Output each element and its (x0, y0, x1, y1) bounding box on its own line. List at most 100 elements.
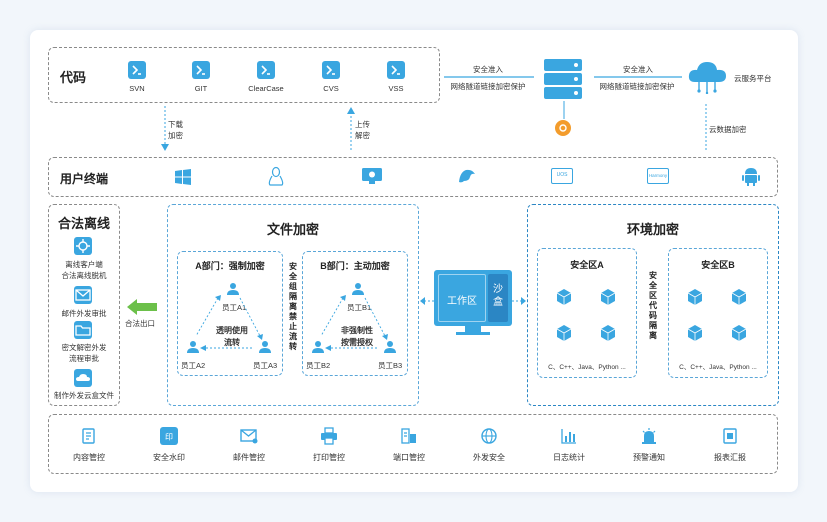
repo-label-vss: VSS (388, 84, 404, 93)
zone-b-langs: C、C++、Java、Python ... (679, 364, 757, 371)
dept-b-title: B部门：主动加密 (320, 261, 390, 271)
dept-b-center-2: 按需授权 (341, 338, 373, 347)
cloud-drop-line (705, 104, 707, 150)
workstation-monitor: 工作区 沙盒 (434, 270, 512, 336)
control-label-stats: 日志统计 (553, 453, 585, 462)
uos-icon (456, 166, 478, 186)
offline-section (48, 204, 120, 406)
zone-b-box (668, 248, 768, 378)
legal-exit-label: 合法出口 (125, 319, 155, 328)
port-icon (400, 427, 418, 445)
code-cube-icon (555, 324, 573, 342)
repo-label-clearcase: ClearCase (248, 84, 284, 93)
dept-b-center-1: 非强制性 (341, 326, 373, 335)
git-icon (192, 61, 210, 79)
controls-section (48, 414, 778, 474)
control-label-print: 打印管控 (313, 453, 345, 462)
control-label-alert: 预警通知 (633, 453, 665, 462)
offline-label-1a: 离线客户端 (65, 260, 103, 269)
zone-a-title: 安全区A (570, 260, 604, 270)
offline-label-3a: 密文解密外发 (61, 343, 107, 352)
control-label-report: 报表汇报 (714, 453, 746, 462)
user-a3-label: 员工A3 (253, 361, 278, 370)
dept-a-title: A部门：强制加密 (195, 261, 265, 271)
dept-b-flow-arrows (320, 295, 388, 351)
user-b3-label: 员工B3 (378, 361, 403, 370)
code-cube-icon (555, 288, 573, 306)
workspace-left-arrow (420, 297, 434, 305)
content-control-icon (80, 427, 98, 445)
user-a2-icon (186, 340, 200, 354)
user-b1-icon (351, 282, 365, 296)
code-section (48, 47, 440, 103)
code-cube-icon (730, 288, 748, 306)
code-cube-icon (599, 288, 617, 306)
code-cube-icon (686, 288, 704, 306)
user-a1-label: 员工A1 (222, 303, 247, 312)
dept-b-box (302, 251, 408, 376)
android-icon (742, 166, 760, 186)
cloud-icon (686, 60, 728, 95)
vss-icon (387, 61, 405, 79)
diagram-canvas (30, 30, 798, 492)
linux-icon (267, 166, 285, 187)
windows-icon (174, 168, 192, 186)
file-encrypt-section (167, 204, 419, 406)
cloud-label: 云服务平台 (734, 74, 772, 83)
dept-a-center-1: 透明使用 (216, 326, 248, 335)
sandbox-label: 沙盒 (493, 284, 503, 308)
env-encrypt-section (527, 204, 779, 406)
clearcase-icon (257, 61, 275, 79)
legal-exit-arrow (127, 299, 157, 315)
server-drop-line (563, 101, 565, 119)
offline-label-4: 制作外发云盒文件 (54, 391, 114, 400)
offline-label-2: 邮件外发审批 (61, 309, 107, 318)
upload-label-2: 解密 (355, 131, 370, 140)
env-divider-text: 安全区代码隔离 (649, 271, 657, 340)
link-right-line (594, 76, 682, 78)
download-label-2: 加密 (168, 131, 183, 140)
zone-a-box (537, 248, 637, 378)
mail-icon (74, 286, 92, 304)
control-label-outbound: 外发安全 (473, 453, 505, 462)
offline-client-icon (74, 237, 92, 255)
terminal-section (48, 157, 778, 197)
svg-text:印: 印 (165, 433, 173, 442)
control-label-watermark: 安全水印 (153, 453, 185, 462)
user-a1-icon (226, 282, 240, 296)
link-right-bottom: 网络隧道链接加密保护 (599, 82, 675, 91)
upload-arrow (347, 107, 355, 152)
watermark-icon: 印 (160, 427, 178, 445)
workspace-right-arrow (512, 297, 526, 305)
print-icon (320, 427, 338, 445)
report-icon (721, 427, 739, 445)
alert-icon (640, 427, 658, 445)
offline-title: 合法离线 (57, 216, 110, 231)
cloud-encrypt-label: 云数据加密 (709, 125, 747, 134)
folder-icon (74, 321, 92, 339)
control-label-port: 端口管控 (393, 453, 425, 462)
zone-a-langs: C、C++、Java、Python ... (548, 364, 626, 371)
download-label-1: 下载 (168, 120, 183, 129)
globe-icon (480, 427, 498, 445)
harmony-icon: Harmony (647, 168, 669, 184)
gear-node-icon (555, 120, 571, 136)
stats-icon (560, 427, 578, 445)
link-left-bottom: 网络隧道链接加密保护 (450, 82, 526, 91)
control-label-mail: 邮件管控 (233, 453, 265, 462)
zone-b-title: 安全区B (701, 260, 735, 270)
ios-icon: UOS (551, 168, 573, 184)
code-title: 代码 (60, 70, 87, 85)
user-a2-label: 员工A2 (181, 361, 206, 370)
user-a3-icon (258, 340, 272, 354)
link-left-top: 安全准入 (473, 65, 503, 74)
terminal-title: 用户终端 (60, 172, 109, 186)
download-arrow (161, 106, 169, 151)
server-icon (544, 59, 582, 99)
cvs-icon (322, 61, 340, 79)
control-label-content: 内容管控 (73, 453, 105, 462)
repo-label-cvs: CVS (323, 84, 339, 93)
code-cube-icon (599, 324, 617, 342)
dept-a-box (177, 251, 283, 376)
user-b1-label: 员工B1 (347, 303, 372, 312)
